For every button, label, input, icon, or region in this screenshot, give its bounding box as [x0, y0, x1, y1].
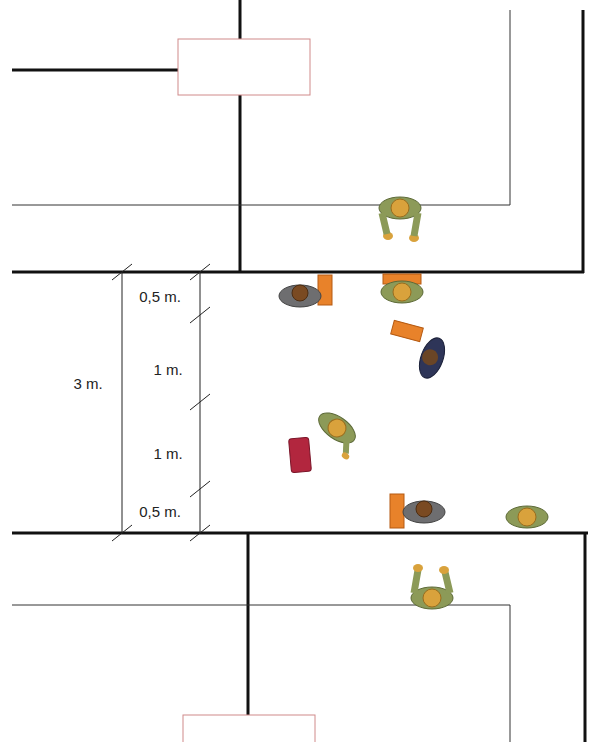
dimension-label: 0,5 m. — [139, 504, 181, 519]
dimension-label: 3 m. — [73, 376, 102, 391]
dimension-label: 1 m. — [153, 446, 182, 461]
dimension-label: 1 m. — [153, 362, 182, 377]
dimension-label: 0,5 m. — [139, 289, 181, 304]
